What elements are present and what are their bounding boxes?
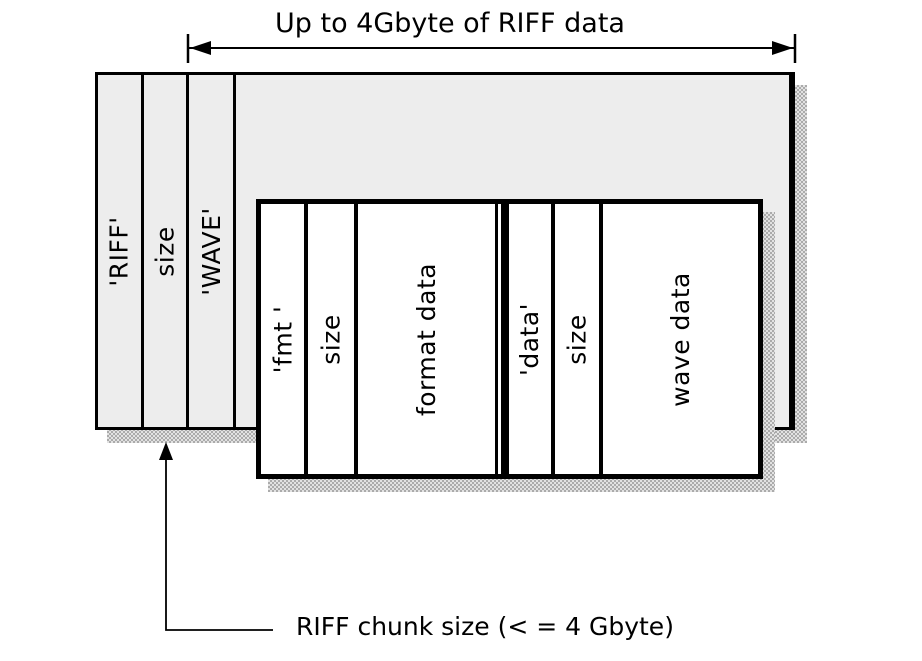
field-data-id-label: 'data' <box>515 302 545 376</box>
field-fmt-size: size <box>308 204 358 474</box>
field-format-data-label: format data <box>412 262 442 416</box>
subchunks-box: 'fmt ' size format data 'data' size wave… <box>256 199 763 479</box>
dimension-arrow-label: Up to 4Gbyte of RIFF data <box>275 8 625 39</box>
field-data-size: size <box>555 204 603 474</box>
field-wave-id: 'WAVE' <box>189 75 236 427</box>
field-fmt-id: 'fmt ' <box>261 204 308 474</box>
field-data-id: 'data' <box>501 204 555 474</box>
field-fmt-size-label: size <box>316 313 346 365</box>
field-data-size-label: size <box>562 313 592 365</box>
field-riff-size-label: size <box>150 225 180 277</box>
arrowhead-right-icon <box>772 41 793 55</box>
field-riff-size: size <box>144 75 189 427</box>
riff-data-area <box>236 75 792 427</box>
field-riff-id-label: 'RIFF' <box>105 215 134 287</box>
callout-label: RIFF chunk size (< = 4 Gbyte) <box>296 612 674 641</box>
field-wave-id-label: 'WAVE' <box>196 206 226 296</box>
field-format-data: format data <box>358 204 498 474</box>
field-wave-data: wave data <box>603 204 758 474</box>
field-riff-id: 'RIFF' <box>98 75 144 427</box>
field-fmt-id-label: 'fmt ' <box>268 305 297 373</box>
arrowhead-up-icon <box>159 442 173 460</box>
field-wave-data-label: wave data <box>665 271 695 407</box>
arrowhead-left-icon <box>190 41 211 55</box>
